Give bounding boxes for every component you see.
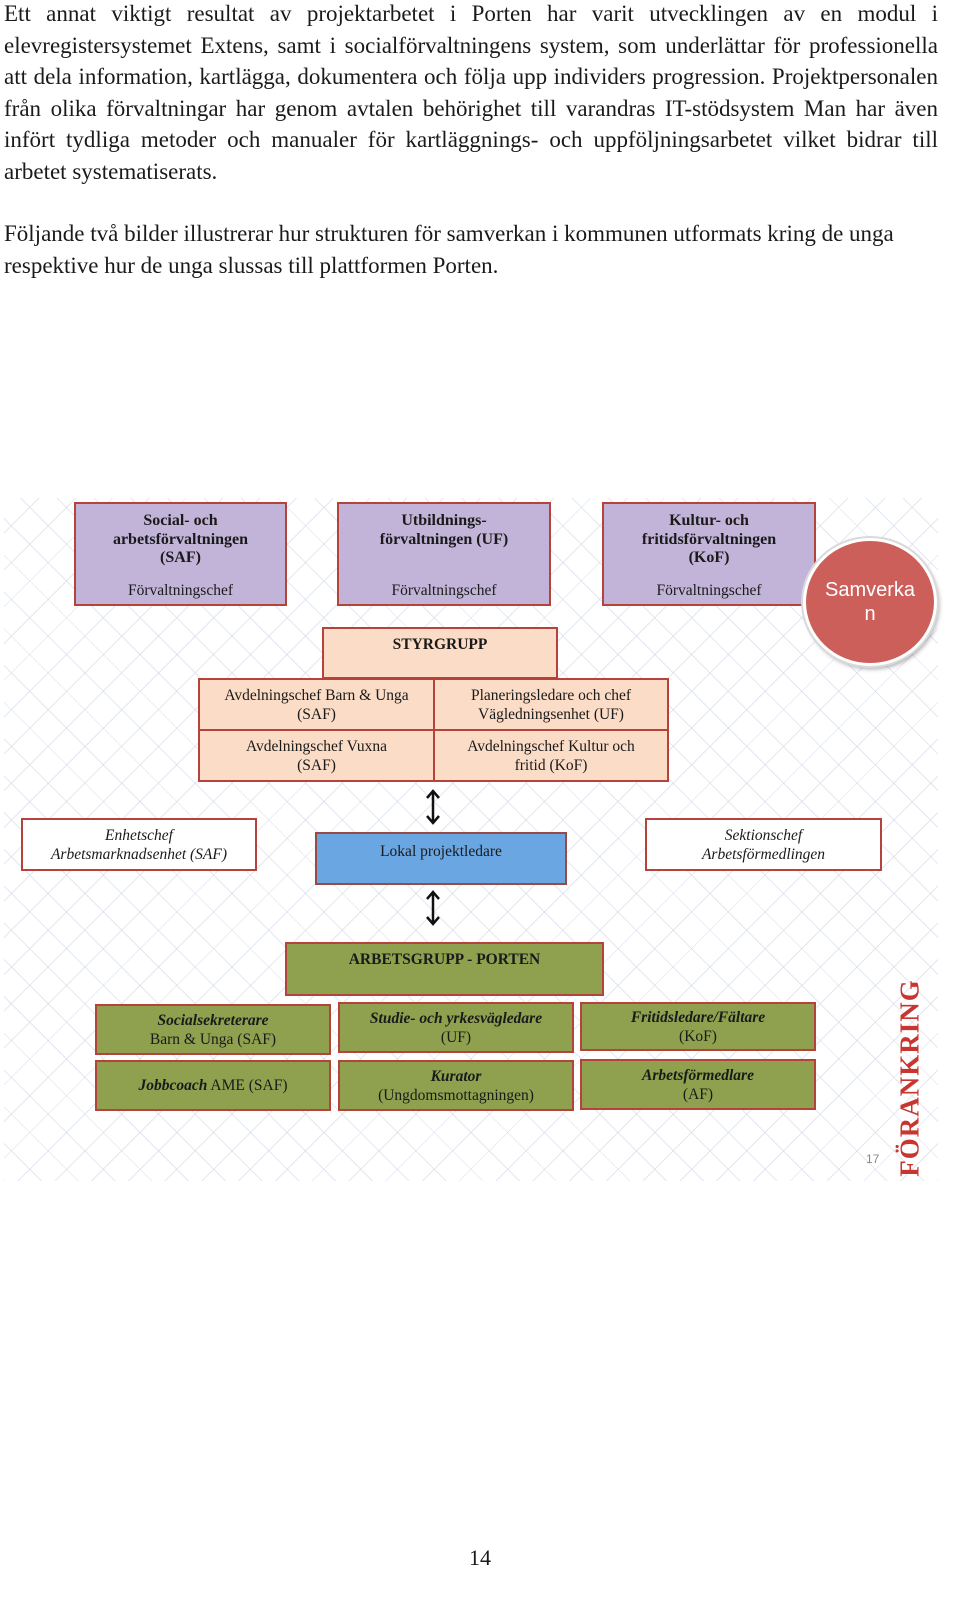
styrgrupp-member-text: Planeringsledare och chef Vägledningsenh… <box>470 686 632 723</box>
styrgrupp-title: STYRGRUPP <box>392 636 488 653</box>
worker-box: Fritidsledare/Fältare (KoF) <box>580 1002 816 1051</box>
admin-box-kof: Kultur- och fritidsförvaltningen (KoF) F… <box>602 502 816 606</box>
worker-box: Kurator (Ungdomsmottagningen) <box>338 1060 574 1111</box>
worker-box: Jobbcoach AME (SAF) <box>95 1060 331 1111</box>
admin-box-uf: Utbildnings- förvaltningen (UF) Förvaltn… <box>337 502 551 606</box>
enhetschef-sub: Arbetsmarknadsenhet (SAF) <box>50 845 228 863</box>
styrgrupp-member: Planeringsledare och chef Vägledningsenh… <box>433 678 669 731</box>
worker-sub: (UF) <box>440 1028 472 1046</box>
double-arrow-icon <box>426 789 440 825</box>
worker-title: Studie- och yrkesvägledare <box>369 1009 543 1027</box>
sektionschef-title: Sektionschef <box>724 826 803 844</box>
arbetsgrupp-title: ARBETSGRUPP - PORTEN <box>348 951 541 968</box>
forankring-label: FÖRANKRING <box>894 979 925 1177</box>
worker-box: Studie- och yrkesvägledare (UF) <box>338 1002 574 1053</box>
worker-sub: Barn & Unga (SAF) <box>149 1030 277 1048</box>
worker-sub: (Ungdomsmottagningen) <box>378 1086 534 1104</box>
styrgrupp-member: Avdelningschef Vuxna (SAF) <box>198 729 435 782</box>
admin-name: Kultur- och fritidsförvaltningen (KoF) <box>641 512 777 566</box>
styrgrupp-member-text: Avdelningschef Vuxna (SAF) <box>246 737 387 774</box>
styrgrupp-member: Avdelningschef Barn & Unga (SAF) <box>198 678 435 731</box>
double-arrow-icon <box>426 890 440 926</box>
worker-title: Arbetsförmedlare <box>642 1066 754 1084</box>
admin-role: Förvaltningschef <box>391 582 497 599</box>
admin-name: Utbildnings- förvaltningen (UF) <box>379 512 509 548</box>
worker-box: Socialsekreterare Barn & Unga (SAF) <box>95 1004 331 1055</box>
body-paragraph-2: Följande två bilder illustrerar hur stru… <box>4 221 894 278</box>
worker-title: Jobbcoach <box>138 1077 208 1094</box>
admin-role: Förvaltningschef <box>127 582 234 599</box>
sektionschef-box: Sektionschef Arbetsförmedlingen <box>645 818 882 871</box>
samverkan-circle: Samverkan <box>803 538 937 666</box>
worker-box: Arbetsförmedlare (AF) <box>580 1059 816 1110</box>
worker-title: Fritidsledare/Fältare <box>630 1008 766 1026</box>
arbetsgrupp-box: ARBETSGRUPP - PORTEN <box>285 942 604 996</box>
enhetschef-box: Enhetschef Arbetsmarknadsenhet (SAF) <box>21 818 257 871</box>
worker-sub: AME (SAF) <box>210 1077 288 1094</box>
admin-name: Social- och arbetsförvaltningen (SAF) <box>112 512 249 566</box>
project-lead-label: Lokal projektledare <box>380 843 502 860</box>
worker-sub: (KoF) <box>679 1027 717 1045</box>
styrgrupp-member: Avdelningschef Kultur och fritid (KoF) <box>433 729 669 782</box>
worker-text: Jobbcoach AME (SAF) <box>113 1076 313 1095</box>
page-number: 14 <box>469 1545 491 1570</box>
slide-number: 17 <box>866 1152 880 1166</box>
worker-title: Socialsekreterare <box>157 1011 269 1029</box>
styrgrupp-member-text: Avdelningschef Kultur och fritid (KoF) <box>467 737 635 774</box>
body-paragraph-1: Ett annat viktigt resultat av projektarb… <box>4 1 938 184</box>
project-lead-box: Lokal projektledare <box>315 832 567 885</box>
worker-sub: (AF) <box>682 1085 714 1103</box>
samverkan-label: Samverkan <box>824 579 916 625</box>
enhetschef-title: Enhetschef <box>104 826 173 844</box>
worker-text: Studie- och yrkesvägledare (UF) <box>356 1009 556 1047</box>
styrgrupp-box: STYRGRUPP <box>322 627 558 679</box>
admin-role: Förvaltningschef <box>656 582 762 599</box>
worker-title: Kurator <box>430 1067 482 1085</box>
admin-box-saf: Social- och arbetsförvaltningen (SAF) Fö… <box>74 502 287 606</box>
sektionschef-sub: Arbetsförmedlingen <box>701 845 826 863</box>
styrgrupp-member-text: Avdelningschef Barn & Unga (SAF) <box>224 686 409 723</box>
